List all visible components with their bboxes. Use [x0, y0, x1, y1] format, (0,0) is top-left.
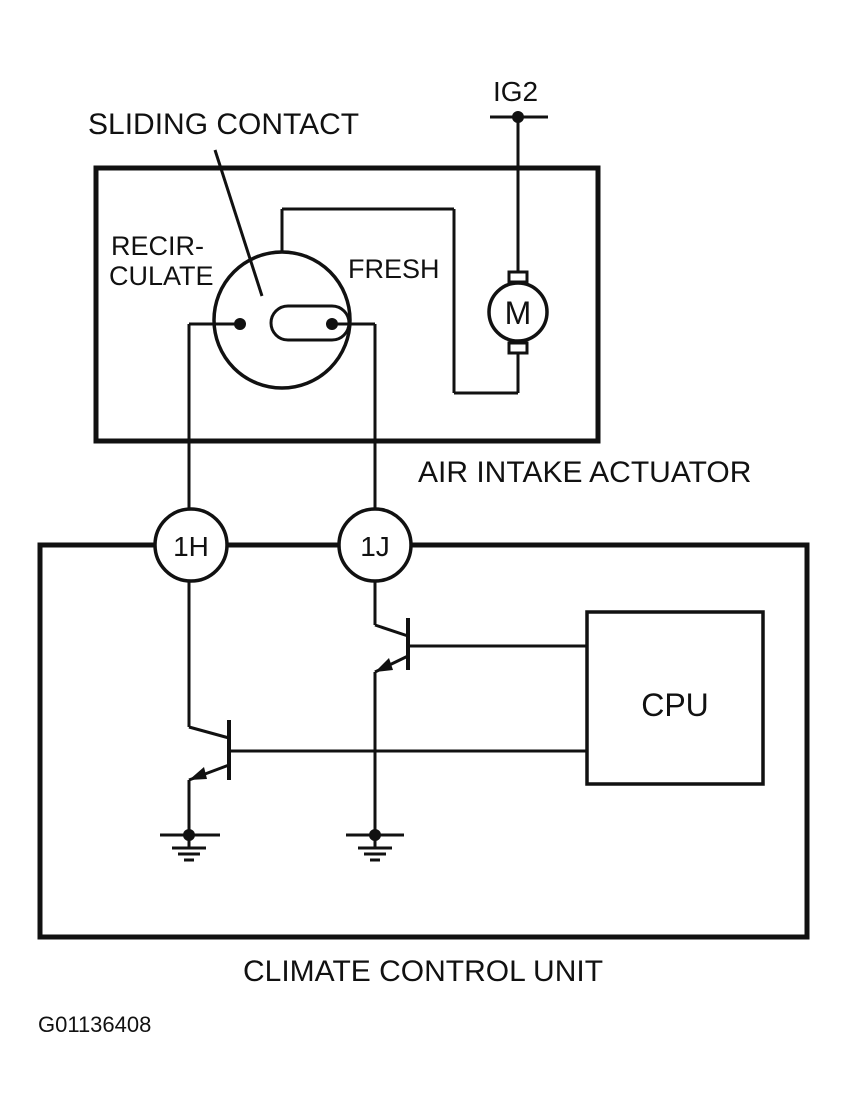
cpu-label: CPU — [641, 687, 709, 723]
terminal-1h: 1H — [153, 507, 229, 583]
terminal-1h-label: 1H — [173, 531, 209, 562]
ground-icon — [160, 829, 220, 862]
climate-control-unit-box — [37, 542, 810, 940]
figure-id-label: G01136408 — [38, 1012, 151, 1037]
sliding-contact-leader — [213, 149, 264, 297]
air-intake-actuator-box — [93, 165, 601, 444]
ig2-supply — [490, 111, 548, 272]
terminal-1j-label: 1J — [360, 531, 390, 562]
cpu-block — [585, 610, 765, 786]
terminal-1j: 1J — [337, 507, 413, 583]
ig2-label: IG2 — [493, 76, 538, 107]
fresh-label: FRESH — [348, 254, 440, 284]
air-intake-actuator-label: AIR INTAKE ACTUATOR — [418, 456, 751, 489]
climate-control-unit-label: CLIMATE CONTROL UNIT — [243, 955, 603, 988]
sliding-contact-switch — [187, 250, 377, 518]
ground-icon — [346, 829, 404, 862]
sliding-contact-label: SLIDING CONTACT — [88, 108, 359, 141]
motor-label: M — [505, 295, 532, 331]
motor: M — [280, 207, 549, 395]
transistor-1h — [187, 581, 587, 835]
transistor-1j — [373, 581, 587, 835]
recirculate-label-line1: RECIR- — [111, 231, 204, 261]
recirculate-label-line2: CULATE — [109, 261, 214, 291]
